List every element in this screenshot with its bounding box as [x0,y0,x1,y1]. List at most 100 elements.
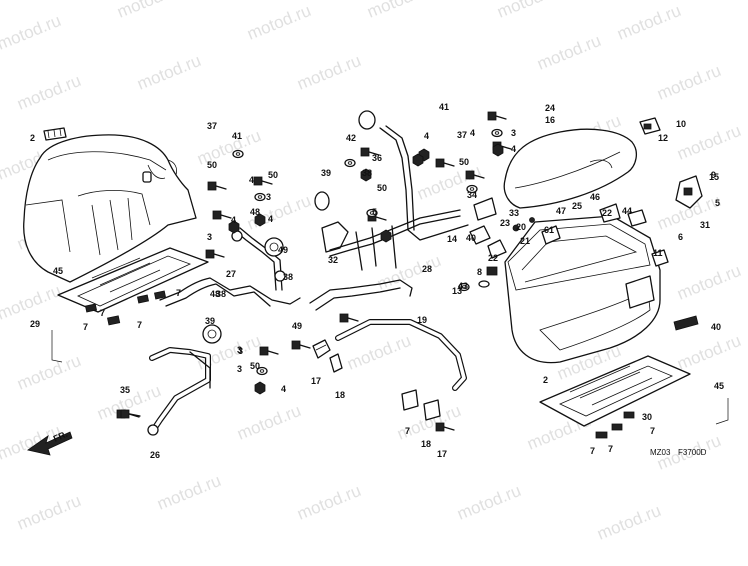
callout-number: 49 [278,245,288,255]
callout-number: 17 [437,449,447,459]
clamp-17-right [423,399,441,421]
callout-number: 38 [283,272,293,282]
callout-number: 9 [711,170,716,180]
callout-number: 41 [232,131,242,141]
callout-number: 45 [714,381,724,391]
watermark-text: motod.ru [234,401,303,444]
callout-number: 3 [266,192,271,202]
watermark-text: motod.ru [0,281,64,324]
bolt-icon [360,147,380,157]
callout-number: 50 [250,361,260,371]
callout-number: 50 [377,183,387,193]
bolt-icon [435,422,455,432]
callout-number: 36 [372,153,382,163]
callout-number: 39 [321,168,331,178]
bolt-icon [120,409,140,419]
callout-number: 50 [268,170,278,180]
watermark-text: motod.ru [454,481,523,524]
callout-number: 37 [207,121,217,131]
left-base-plate [57,247,209,326]
bolt-icon [339,313,359,323]
callout-number: 40 [711,322,721,332]
watermark-text: motod.ru [134,51,203,94]
callout-number: 33 [509,208,519,218]
callout-number: 4 [424,131,429,141]
callout-number: 18 [335,390,345,400]
right-lid-cover [503,128,638,209]
collar-39-center [314,191,330,211]
lock-cylinder-31 [675,175,703,209]
pad-part-2-right [673,315,699,331]
washer-icon [491,128,503,138]
clamp-18-center [329,353,343,373]
nut-icon [228,220,240,234]
callout-number: 5 [372,207,377,217]
bolt-icon [435,158,455,168]
callout-number: 7 [405,426,410,436]
callout-number: 29 [30,319,40,329]
code-mz03: MZ03 [650,448,671,457]
bolt-icon [207,181,227,191]
washer-icon [366,208,378,218]
stay-bracket-26 [147,347,211,436]
callout-number: 41 [439,102,449,112]
watermark-text: motod.ru [534,31,603,74]
collar-38-left [264,237,284,257]
callout-number: 10 [676,119,686,129]
callout-number: 40 [466,233,476,243]
callout-number: 12 [658,133,668,143]
watermark-text: motod.ru [294,481,363,524]
bolt-icon [253,176,273,186]
bolt-icon [465,170,485,180]
callout-number: 27 [226,269,236,279]
watermark-text: motod.ru [14,351,83,394]
callout-number: 16 [545,115,555,125]
callout-number: 43 [458,281,468,291]
callout-number: 32 [328,255,338,265]
callout-number: 34 [467,190,477,200]
callout-number: 11 [653,248,663,258]
hinge-parts-center [469,197,669,288]
washer-icon [458,282,470,292]
callout-number: 2 [543,375,548,385]
watermark-text: motod.ru [674,331,743,374]
watermark-text: motod.ru [594,501,663,544]
callout-number: 26 [150,450,160,460]
callout-number: 15 [709,172,719,182]
callout-number: 2 [30,133,35,143]
callout-number: 7 [83,322,88,332]
callout-number: 7 [176,288,181,298]
callout-number: 39 [205,316,215,326]
watermark-text: motod.ru [14,491,83,534]
latch-12-15 [639,117,661,135]
callout-number: 21 [520,236,530,246]
callout-number: 4 [268,214,273,224]
callout-number: 17 [311,376,321,386]
callout-number: 4 [249,175,254,185]
callout-number: 3 [511,128,516,138]
callout-number: 22 [488,253,498,263]
nut-icon [360,168,372,182]
callout-number: 38 [216,289,226,299]
callout-number: 3 [237,364,242,374]
callout-number: 24 [545,103,555,113]
right-base-plate [539,355,691,439]
callout-number: 50 [207,160,217,170]
washer-icon [232,149,244,159]
callout-number: 61 [544,225,554,235]
arrow-fr-icon [27,431,73,456]
bolt-icon [259,346,279,356]
stay-bracket-28 [358,110,469,241]
callout-number: 19 [417,315,427,325]
callout-number: 4 [470,128,475,138]
watermark-text: motod.ru [154,471,223,514]
washer-icon [254,192,266,202]
callout-number: 6 [678,232,683,242]
callout-number: 3 [237,345,242,355]
watermark-text: motod.ru [244,1,313,44]
washer-icon [344,158,356,168]
callout-number: 50 [459,157,469,167]
watermark-text: motod.ru [674,261,743,304]
